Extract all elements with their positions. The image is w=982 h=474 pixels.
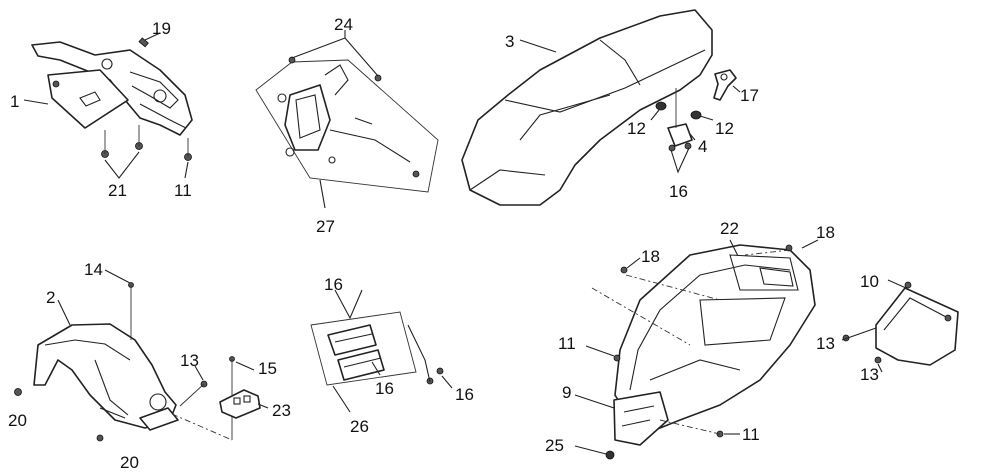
bumpers-12: [655, 101, 702, 120]
callout-2: 2: [46, 288, 55, 307]
bracket-23: [219, 389, 261, 419]
callout-11: 11: [174, 181, 192, 200]
callout-16: 16: [324, 275, 343, 294]
callout-27: 27: [316, 217, 335, 236]
part-3-seat: [461, 9, 713, 206]
callout-18: 18: [816, 223, 835, 242]
callout-12: 12: [627, 119, 646, 138]
bolt-13-fender: [179, 380, 208, 407]
callout-11: 11: [558, 334, 576, 353]
callout-10: 10: [860, 272, 879, 291]
callout-18: 18: [641, 247, 660, 266]
part-9-storage-box: [613, 244, 816, 446]
callout-19: 19: [152, 19, 171, 38]
callout-20: 20: [120, 453, 139, 472]
bolt-11-upper: [184, 138, 192, 161]
callout-labels: 1 19 21 11 24 27 3 17 12 12 4 16 2 14 13…: [8, 15, 879, 472]
bolt-14: [128, 282, 134, 340]
callout-11: 11: [742, 425, 760, 444]
callout-12: 12: [715, 119, 734, 138]
callout-22: 22: [720, 219, 739, 238]
hook-17: [713, 69, 737, 101]
callout-9: 9: [562, 383, 571, 402]
bolts-21: [101, 125, 143, 158]
callout-17: 17: [740, 86, 759, 105]
callout-21: 21: [108, 181, 127, 200]
callout-13: 13: [180, 351, 199, 370]
callout-13: 13: [860, 365, 879, 384]
callout-23: 23: [272, 401, 291, 420]
callout-13: 13: [816, 334, 835, 353]
callout-3: 3: [505, 32, 514, 51]
callout-24: 24: [334, 15, 353, 34]
part-26-plate-set: [310, 311, 444, 386]
callout-15: 15: [258, 359, 277, 378]
screw-part-1: [52, 80, 60, 88]
callout-25: 25: [545, 436, 564, 455]
hinge-4: [667, 88, 693, 152]
callout-4: 4: [698, 137, 707, 156]
callout-16: 16: [375, 379, 394, 398]
callout-16: 16: [669, 182, 688, 201]
bolts-20: [14, 388, 104, 442]
callout-16: 16: [455, 385, 474, 404]
part-1-rear-bracket: [31, 41, 193, 136]
callout-26: 26: [350, 417, 369, 436]
part-2-rear-fender: [33, 323, 179, 431]
part-27-latch-assembly: [255, 56, 439, 193]
callout-1: 1: [10, 92, 19, 111]
callout-14: 14: [84, 260, 103, 279]
callout-20: 20: [8, 411, 27, 430]
part-10-cover-panel: [875, 281, 959, 366]
